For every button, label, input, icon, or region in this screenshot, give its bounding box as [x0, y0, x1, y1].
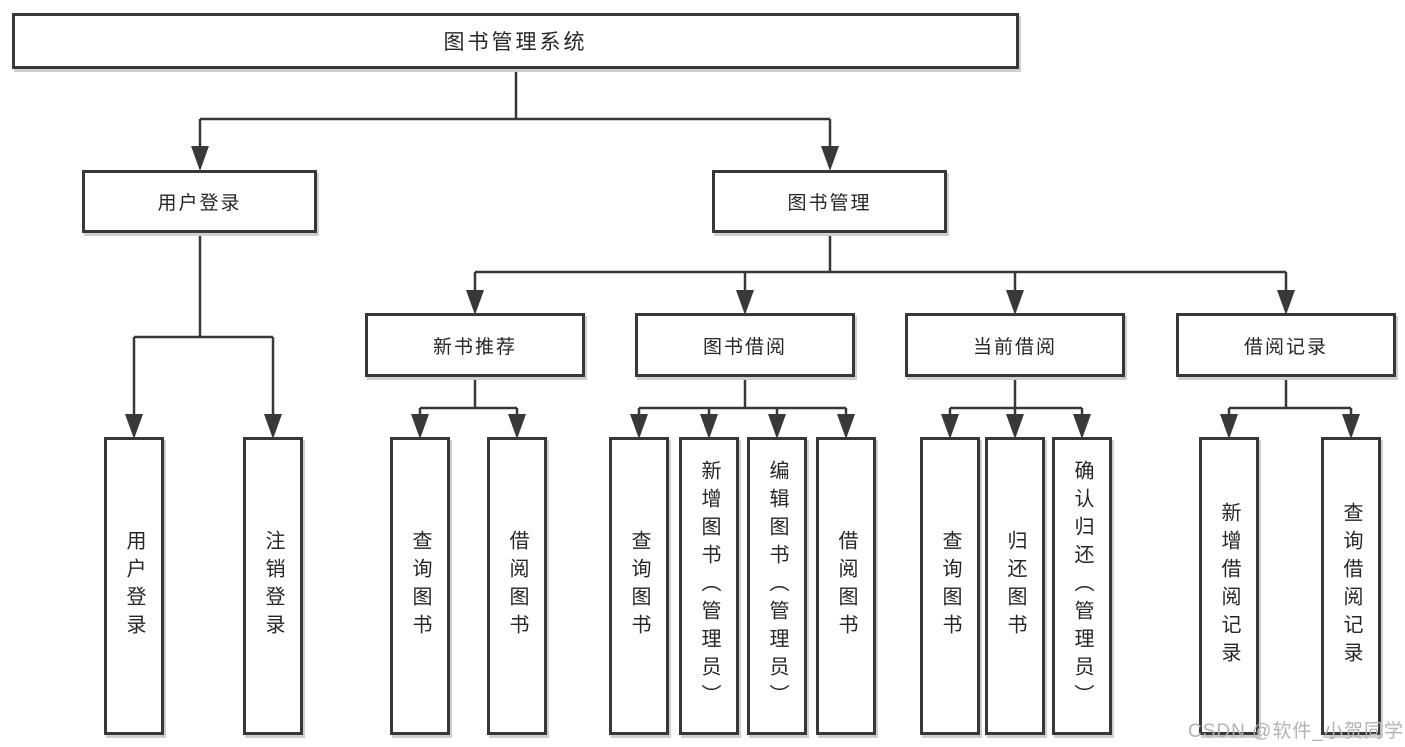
connector-root — [198, 69, 832, 150]
leaf-query-books-current: 查询图书 — [920, 437, 980, 735]
node-label: 图书管理 — [787, 193, 872, 214]
arrowhead — [466, 290, 484, 315]
connector-book-borrow — [637, 377, 848, 416]
node-label: 新书推荐 — [432, 336, 517, 358]
node-label: 借阅图书 — [506, 530, 528, 642]
node-label: 注销登录 — [262, 530, 284, 642]
leaf-add-book-admin: 新增图书（管理员） — [679, 437, 739, 735]
arrowhead — [508, 414, 526, 439]
leaf-return-book: 归还图书 — [985, 437, 1045, 735]
arrowhead — [125, 414, 143, 439]
node-label: 用户登录 — [123, 530, 145, 642]
arrowhead — [1073, 414, 1091, 439]
leaf-query-borrow-record: 查询借阅记录 — [1321, 437, 1381, 735]
node-library-management-system: 图书管理系统 — [12, 13, 1019, 69]
node-new-book-recommendation: 新书推荐 — [365, 313, 585, 377]
csdn-watermark: CSDN @软件_小贺同学 — [1188, 721, 1404, 742]
arrowhead — [264, 414, 282, 439]
leaf-query-books-rec: 查询图书 — [390, 437, 450, 735]
node-label: 查询借阅记录 — [1340, 502, 1362, 670]
connector-new-book-rec — [418, 377, 519, 416]
connector-book-management — [473, 233, 1288, 292]
connector-current-borrow — [948, 377, 1084, 416]
leaf-user-login: 用户登录 — [104, 437, 164, 735]
arrowhead — [411, 414, 429, 439]
node-user-login: 用户登录 — [82, 170, 317, 233]
node-label: 当前借阅 — [972, 336, 1057, 358]
arrowhead — [191, 146, 209, 171]
leaf-query-books-borrow: 查询图书 — [609, 437, 669, 735]
arrowheads — [125, 146, 1360, 439]
node-label: 新增借阅记录 — [1218, 502, 1240, 670]
arrowhead — [700, 414, 718, 439]
node-label: 查询图书 — [628, 530, 650, 642]
arrowhead — [768, 414, 786, 439]
arrowhead — [1006, 414, 1024, 439]
leaf-logout: 注销登录 — [243, 437, 303, 735]
leaf-borrow-books: 借阅图书 — [816, 437, 876, 735]
arrowhead — [1342, 414, 1360, 439]
node-label: 图书管理系统 — [443, 31, 588, 54]
leaf-borrow-books-rec: 借阅图书 — [487, 437, 547, 735]
arrowhead — [736, 290, 754, 315]
leaf-add-borrow-record: 新增借阅记录 — [1199, 437, 1259, 735]
node-label: 借阅记录 — [1243, 336, 1328, 358]
node-label: 用户登录 — [157, 193, 242, 214]
node-borrowing-records: 借阅记录 — [1176, 313, 1396, 377]
connector-user-login — [132, 233, 275, 416]
arrowhead — [1220, 414, 1238, 439]
arrowhead — [1277, 290, 1295, 315]
arrowhead — [1006, 290, 1024, 315]
node-label: 确认归还（管理员） — [1071, 460, 1093, 712]
node-label: 新增图书（管理员） — [698, 460, 720, 712]
arrowhead — [821, 146, 839, 171]
arrowhead — [630, 414, 648, 439]
node-label: 归还图书 — [1004, 530, 1026, 642]
node-label: 图书借阅 — [702, 336, 787, 358]
leaf-edit-book-admin: 编辑图书（管理员） — [747, 437, 807, 735]
connector-borrow-records — [1227, 377, 1353, 416]
arrowhead — [941, 414, 959, 439]
node-label: 编辑图书（管理员） — [766, 460, 788, 712]
node-current-borrowing: 当前借阅 — [905, 313, 1125, 377]
node-label: 查询图书 — [939, 530, 961, 642]
arrowhead — [837, 414, 855, 439]
node-label: 查询图书 — [409, 530, 431, 642]
node-book-borrowing: 图书借阅 — [635, 313, 855, 377]
leaf-confirm-return-admin: 确认归还（管理员） — [1052, 437, 1112, 735]
node-label: 借阅图书 — [835, 530, 857, 642]
node-book-management: 图书管理 — [712, 170, 947, 233]
